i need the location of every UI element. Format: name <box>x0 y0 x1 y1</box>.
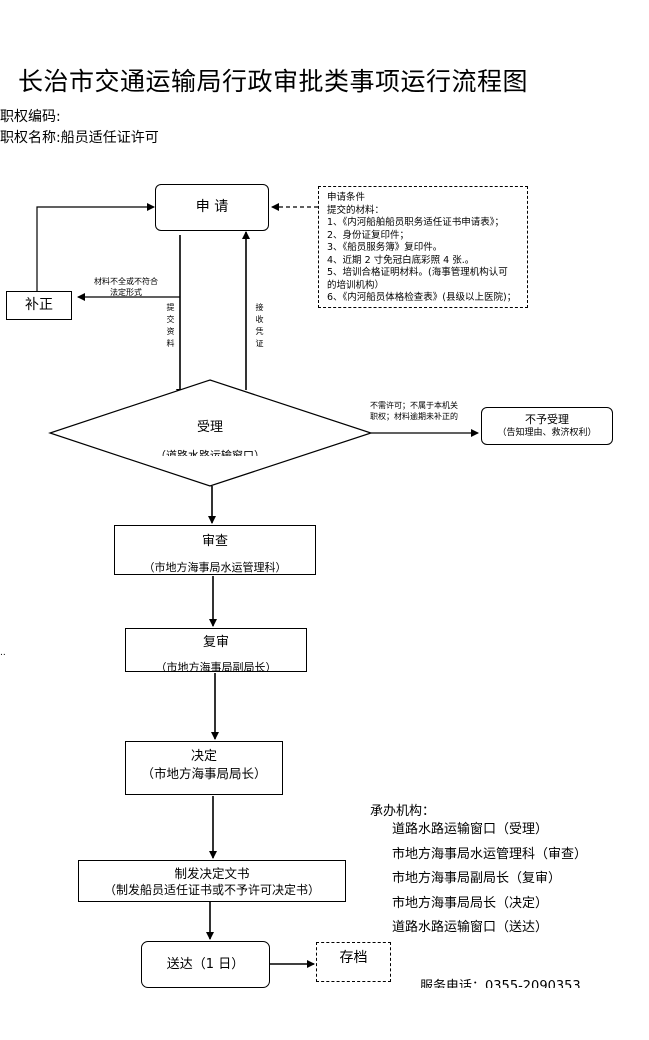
condition-item: 3、《船员服务簿》复印件。 <box>327 242 443 253</box>
decide-label: 决定 <box>190 749 217 764</box>
correct-label: 补正 <box>25 297 53 313</box>
deliver-label: 送达（1 日） <box>166 957 245 972</box>
organization-item: 市地方海事局副局长（复审） <box>392 871 562 886</box>
reject-sub-label: （告知理由、救济权利） <box>497 428 597 438</box>
incomplete-label-line1: 材料不全或不符合 <box>94 277 158 286</box>
reject-label: 不予受理 <box>525 413 569 426</box>
organization-item: 市地方海事局局长（决定） <box>392 895 549 911</box>
not-required-line2: 职权；材料逾期未补正的 <box>370 412 458 421</box>
authority-name-value: 船员适任证许可 <box>60 130 159 146</box>
conditions-title: 申请条件 <box>327 192 366 203</box>
service-phone: 服务电话：0355-2090353 <box>420 979 581 988</box>
not-required-label: 不需许可；不属于本机关 职权；材料逾期未补正的 <box>370 400 458 422</box>
authority-code-label: 职权编码: <box>0 109 61 125</box>
issue-node: 制发决定文书 （制发船员适任证书或不予许可决定书） <box>78 860 346 902</box>
conditions-subtitle: 提交的材料： <box>327 204 385 216</box>
deliver-node: 送达（1 日） <box>141 941 270 988</box>
recheck-label: 复审 <box>202 635 229 650</box>
condition-item: 6、《内河船员体格检查表》(县级以上医院)； <box>327 292 517 303</box>
stray-mark: .. <box>0 648 6 658</box>
organization-item: 道路水路运输窗口（送达） <box>392 920 549 935</box>
apply-label: 申 请 <box>195 199 229 215</box>
authority-name-label: 职权名称: <box>0 130 61 146</box>
not-required-line1: 不需许可；不属于本机关 <box>370 401 458 410</box>
organization-item: 市地方海事局水运管理科（审查） <box>392 846 588 862</box>
decide-node: 决定 （市地方海事局局长） <box>125 741 283 795</box>
condition-item: 2、身份证复印件； <box>327 229 410 241</box>
review-label: 审查 <box>201 534 228 549</box>
review-sub-label: （市地方海事局水运管理科） <box>143 561 287 574</box>
incomplete-label: 材料不全或不符合 法定形式 <box>78 276 174 298</box>
recheck-node: 复审 （市地方海事局副局长） <box>125 628 307 672</box>
organization-item: 道路水路运输窗口（受理） <box>392 822 549 837</box>
incomplete-label-line2: 法定形式 <box>110 288 142 297</box>
condition-item: 5、培训合格证明材料。(海事管理机构认可 <box>327 267 508 278</box>
archive-label: 存档 <box>339 950 368 966</box>
issue-sub-label: （制发船员适任证书或不予许可决定书） <box>103 883 320 897</box>
page-title: 长治市交通运输局行政审批类事项运行流程图 <box>18 67 529 96</box>
accept-sub-label: （道路水路运输窗口） <box>155 449 265 456</box>
condition-item: 4、近期 2 寸免冠白底彩照 4 张.。 <box>327 254 475 266</box>
authority-name-row: 职权名称:船员适任证许可 <box>0 127 159 147</box>
accept-label: 受理 <box>196 420 223 435</box>
accept-diamond <box>48 379 373 487</box>
submit-label: 提交资料 <box>166 303 175 348</box>
apply-node: 申 请 <box>155 184 269 231</box>
issue-label: 制发决定文书 <box>174 866 250 881</box>
reject-node: 不予受理 （告知理由、救济权利） <box>481 407 613 445</box>
correct-node: 补正 <box>6 291 72 320</box>
archive-node: 存档 <box>316 942 391 982</box>
decide-sub-label: （市地方海事局局长） <box>141 766 267 781</box>
receipt-label: 接收凭证 <box>255 303 264 348</box>
organizations-title: 承办机构： <box>370 804 436 819</box>
conditions-box: 申请条件 提交的材料： 1、《内河船舶船员职务适任证书申请表》； 2、身份证复印… <box>318 186 528 308</box>
arrow-correct-to-apply <box>36 203 155 291</box>
organizations-list: 道路水路运输窗口（受理） 市地方海事局水运管理科（审查） 市地方海事局副局长（复… <box>392 818 587 941</box>
review-node: 审查 （市地方海事局水运管理科） <box>114 525 316 575</box>
condition-item: 1、《内河船舶船员职务适任证书申请表》； <box>327 217 505 228</box>
recheck-sub-label: （市地方海事局副局长） <box>155 661 277 672</box>
condition-item: 的培训机构） <box>327 279 385 291</box>
